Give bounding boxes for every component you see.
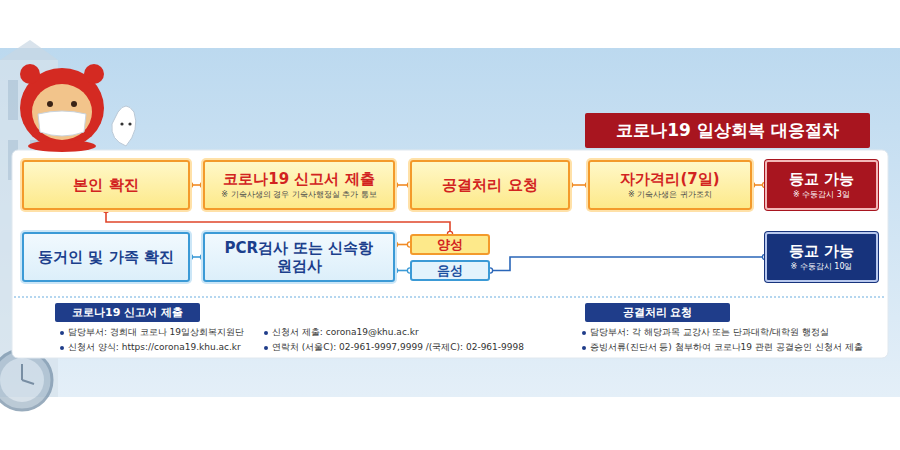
process-box: 본인 확진 bbox=[22, 160, 190, 210]
box-label: 코로나19 신고서 제출 bbox=[223, 170, 374, 188]
process-box: 공결처리 요청 bbox=[410, 160, 570, 210]
result-box: 등교 가능 ※ 수동감시 3일 bbox=[765, 160, 878, 210]
box-note: ※ 기숙사생은 귀가조치 bbox=[628, 190, 712, 200]
info-text: 신청서 제출: corona19@khu.ac.kr bbox=[272, 326, 419, 339]
bullet-dot bbox=[582, 331, 586, 335]
title-banner: 코로나19 일상회복 대응절차 bbox=[585, 113, 870, 148]
bullet-dot bbox=[582, 346, 586, 350]
box-label: 공결처리 요청 bbox=[623, 306, 693, 319]
box-label: 양성 bbox=[437, 237, 463, 252]
process-box: 자가격리(7일) ※ 기숙사생은 귀가조치 bbox=[588, 160, 752, 210]
info-text: 연락처 (서울C): 02-961-9997,9999 /(국제C): 02-9… bbox=[272, 341, 524, 354]
info-text: 담당부서: 경희대 코로나 19일상회복지원단 bbox=[68, 326, 244, 339]
bullet-item: 신청서 제출: corona19@khu.ac.kr bbox=[264, 326, 419, 339]
info-text: 증빙서류(진단서 등) 첨부하여 코로나19 관련 공결승인 신청서 제출 bbox=[590, 341, 863, 354]
process-box: 코로나19 신고서 제출 ※ 기숙사생의 경우 기숙사행정실 추가 통보 bbox=[203, 160, 395, 210]
bullet-dot bbox=[60, 346, 64, 350]
bullet-item: 연락처 (서울C): 02-961-9997,9999 /(국제C): 02-9… bbox=[264, 341, 524, 354]
title-text: 코로나19 일상회복 대응절차 bbox=[616, 119, 839, 142]
bullet-item: 신청서 양식: https://corona19.khu.ac.kr bbox=[60, 341, 241, 354]
bullet-item: 담당부서: 각 해당과목 교강사 또는 단과대학/대학원 행정실 bbox=[582, 326, 829, 339]
bullet-item: 담당부서: 경희대 코로나 19일상회복지원단 bbox=[60, 326, 244, 339]
box-note: ※ 수동감시 3일 bbox=[793, 190, 850, 200]
box-note: ※ 수동감시 10일 bbox=[791, 262, 853, 272]
box-label: 본인 확진 bbox=[73, 176, 138, 194]
result-tag: 양성 bbox=[410, 234, 490, 255]
result-box: 등교 가능 ※ 수동감시 10일 bbox=[765, 232, 878, 282]
box-label: 동거인 및 가족 확진 bbox=[38, 248, 174, 266]
box-label: 자가격리(7일) bbox=[620, 170, 719, 188]
box-label: 음성 bbox=[437, 263, 463, 278]
box-note: ※ 기숙사생의 경우 기숙사행정실 추가 통보 bbox=[221, 190, 376, 200]
bullet-dot bbox=[264, 331, 268, 335]
section-heading: 공결처리 요청 bbox=[585, 303, 730, 322]
bullet-dot bbox=[264, 346, 268, 350]
box-label: 코로나19 신고서 제출 bbox=[72, 306, 183, 319]
bullet-item: 증빙서류(진단서 등) 첨부하여 코로나19 관련 공결승인 신청서 제출 bbox=[582, 341, 863, 354]
box-label: 등교 가능 bbox=[789, 170, 854, 188]
flow-connector bbox=[487, 254, 767, 273]
box-label: 등교 가능 bbox=[789, 242, 854, 260]
section-heading: 코로나19 신고서 제출 bbox=[55, 303, 200, 322]
process-box: 동거인 및 가족 확진 bbox=[22, 232, 190, 282]
box-label: 공결처리 요청 bbox=[442, 176, 537, 194]
info-text: 담당부서: 각 해당과목 교강사 또는 단과대학/대학원 행정실 bbox=[590, 326, 829, 339]
bullet-dot bbox=[60, 331, 64, 335]
info-text: 신청서 양식: https://corona19.khu.ac.kr bbox=[68, 341, 241, 354]
process-box: PCR검사 또는 신속항원검사 bbox=[203, 232, 395, 282]
box-label: PCR검사 또는 신속항원검사 bbox=[219, 239, 379, 275]
result-tag: 음성 bbox=[410, 260, 490, 281]
